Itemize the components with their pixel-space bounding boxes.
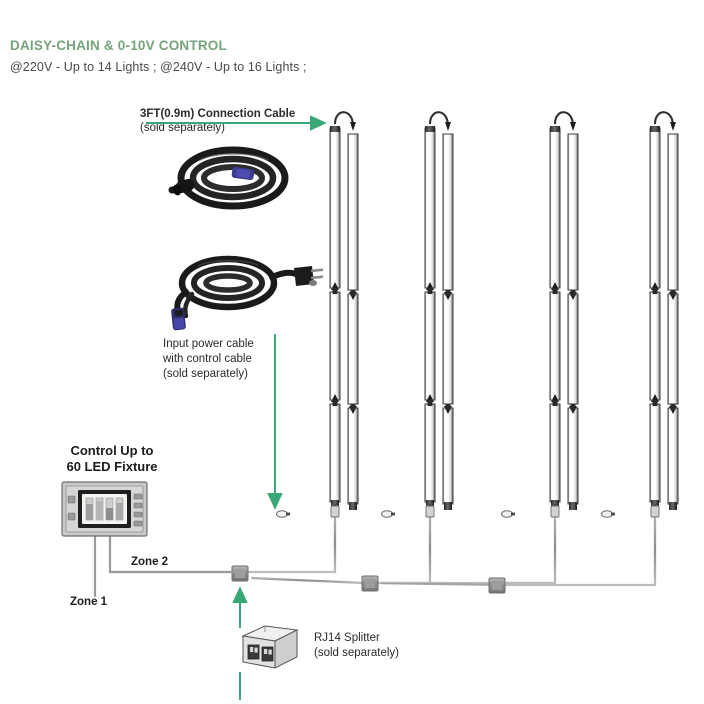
input-cable-label-line3: (sold separately) [163, 368, 249, 380]
page-title: DAISY-CHAIN & 0-10V CONTROL [10, 38, 227, 53]
feed-run-4 [498, 512, 657, 587]
rj14-splitter-label-line1: RJ14 Splitter [314, 632, 380, 644]
tube-column-3 [549, 111, 579, 512]
zone2-label: Zone 2 [131, 556, 169, 568]
input-cable-label: Input power cable with control cable (so… [163, 337, 254, 382]
tube-strand-3a [549, 126, 561, 512]
jumper-arrow-3 [570, 122, 576, 131]
jumper-arrow-1 [350, 122, 356, 131]
annotation-arrows [146, 115, 327, 700]
jumper-cable-2 [428, 111, 450, 127]
tube-strand-4b [667, 133, 679, 510]
jumper-cable-3 [553, 111, 575, 127]
tube-column-4 [649, 111, 679, 512]
controller-device[interactable] [61, 481, 148, 537]
led-tube-columns [329, 111, 679, 512]
feed-run-2 [370, 512, 432, 585]
tube-strand-1b [347, 133, 359, 510]
controller-left-buttons[interactable] [67, 495, 76, 521]
rj14-splitter-label-line2: (sold separately) [314, 647, 400, 659]
tube-column-2 [424, 111, 454, 512]
tube-strand-1a [329, 126, 341, 512]
feed-run-3 [370, 512, 557, 585]
splitter-junctions [231, 565, 506, 594]
input-cable-label-line2: with control cable [163, 353, 252, 365]
jumper-cable-4 [653, 111, 675, 127]
tube-strand-4a [649, 126, 661, 512]
feed-connectors [330, 505, 660, 518]
controller-label-line2: 60 LED Fixture [66, 459, 158, 474]
feed-wiring [238, 512, 657, 587]
splitter-junction-2 [361, 575, 379, 592]
jumper-cable-1 [333, 111, 355, 127]
tube-strand-2b [442, 133, 454, 510]
input-cable-label-line1: Input power cable [163, 338, 254, 350]
input-power-cable-photo [171, 255, 324, 331]
rj14-splitter-label: RJ14 Splitter (sold separately) [314, 631, 399, 661]
controller-label: Control Up to 60 LED Fixture [48, 443, 176, 475]
tube-strand-2a [424, 126, 436, 512]
splitter-junction-3 [488, 577, 506, 594]
rj14-splitter-icon [241, 625, 299, 669]
connection-cable-label: 3FT(0.9m) Connection Cable (sold separat… [140, 107, 295, 135]
bus-seg-c [380, 581, 492, 587]
connection-cable-label-line1: 3FT(0.9m) Connection Cable [140, 108, 296, 120]
tube-strand-3b [567, 133, 579, 510]
page-subtitle: @220V - Up to 14 Lights ; @240V - Up to … [10, 60, 307, 74]
tube-column-1 [329, 111, 359, 512]
zone1-label: Zone 1 [70, 596, 108, 608]
bus-seg-b [250, 576, 364, 585]
jumper-arrow-4 [670, 122, 676, 131]
stub-plugs [276, 510, 615, 518]
controller-right-buttons[interactable] [133, 493, 143, 527]
feed-run-1 [238, 512, 337, 574]
splitter-junction-1 [231, 565, 249, 582]
controller-label-line1: Control Up to [70, 443, 154, 458]
connection-cable-photo [168, 146, 289, 210]
connection-cable-label-line2: (sold separately) [140, 122, 226, 134]
zone2-wire [108, 546, 234, 574]
jumper-arrow-2 [445, 122, 451, 131]
controller-wiring [93, 533, 234, 598]
controller-screen-sliders [85, 497, 124, 521]
